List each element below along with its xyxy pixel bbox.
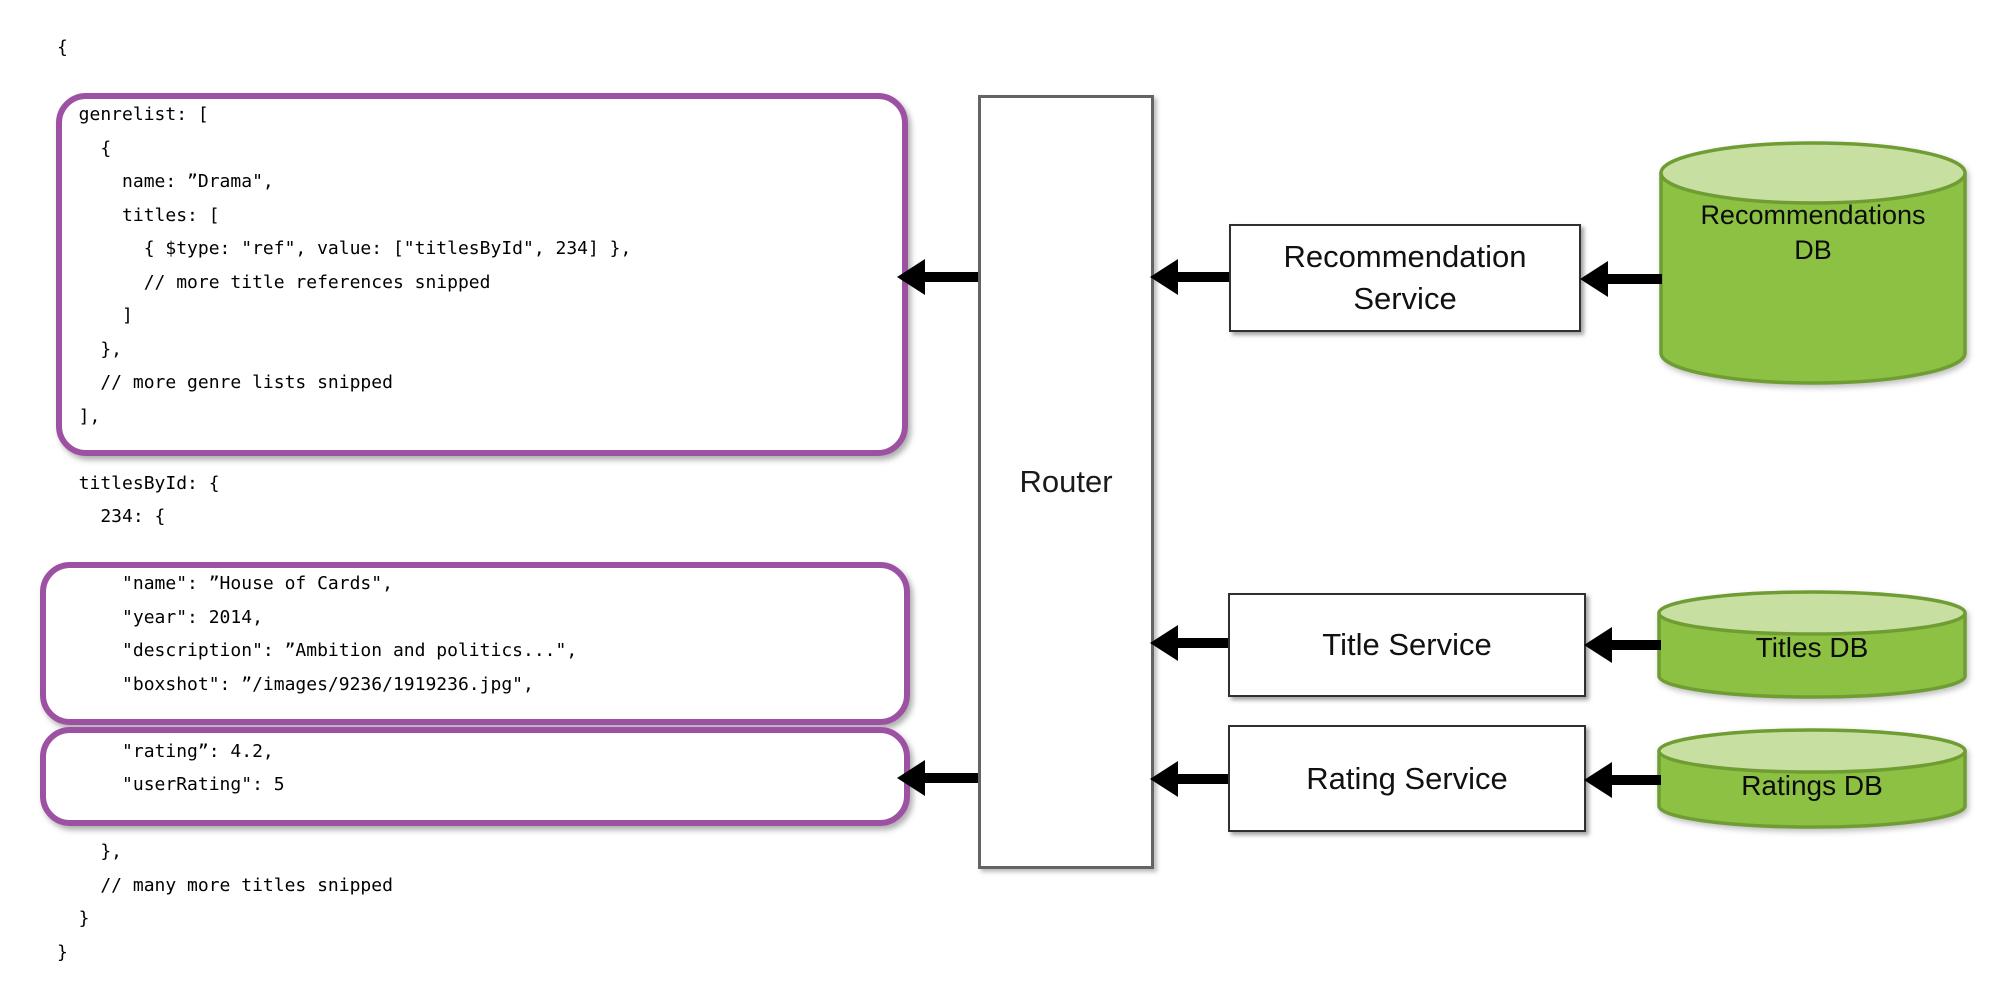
title-service-box: Title Service — [1228, 593, 1586, 697]
arrowhead-icon — [1584, 627, 1612, 663]
arrowhead-icon — [1580, 261, 1608, 297]
router-box: Router — [978, 95, 1154, 869]
highlight-box-title-fields — [40, 562, 910, 725]
arrow-shaft — [1176, 774, 1228, 784]
arrowhead-icon — [1150, 625, 1178, 661]
titles-db-cylinder-icon — [1657, 590, 1967, 699]
arrowhead-icon — [1150, 761, 1178, 797]
arrow-shaft — [923, 272, 978, 282]
arrow-shaft — [1176, 272, 1229, 282]
ratings-db-cylinder-icon — [1657, 728, 1967, 829]
arrowhead-icon — [1584, 762, 1612, 798]
arrow-shaft — [1176, 638, 1228, 648]
arrowhead-icon — [897, 760, 925, 796]
arrowhead-icon — [1150, 259, 1178, 295]
arrow-shaft — [1606, 274, 1662, 284]
arrow-shaft — [1610, 775, 1661, 785]
arrowhead-icon — [897, 259, 925, 295]
titles-db-label: Titles DB — [1755, 632, 1869, 663]
arrow-shaft — [1610, 640, 1661, 650]
ratings-db-label: Ratings DB — [1741, 770, 1883, 801]
recommendations-db-cylinder-icon — [1659, 141, 1967, 385]
router-label: Router — [1019, 464, 1113, 499]
recommendations-db-label: Recommendations DB — [1700, 200, 1926, 265]
rating-service-box: Rating Service — [1228, 725, 1586, 832]
json-code-listing: { genrelist: [ { name: ”Drama", titles: … — [57, 37, 632, 963]
arrow-shaft — [923, 773, 978, 783]
recommendation-service-box: Recommendation Service — [1229, 224, 1581, 332]
